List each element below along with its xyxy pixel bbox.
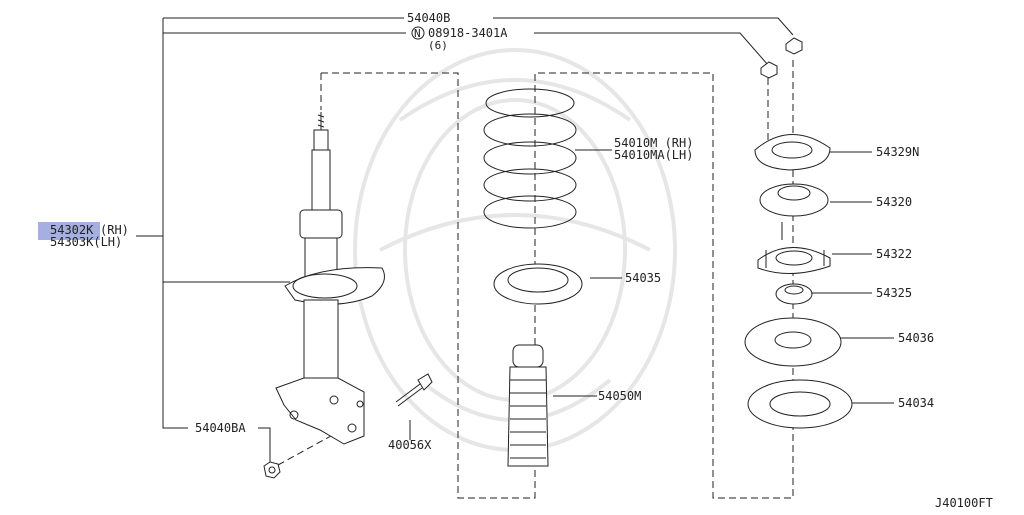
label-54050M[interactable]: 54050M	[598, 389, 641, 403]
label-54040B[interactable]: 54040B	[407, 11, 450, 25]
label-54034[interactable]: 54034	[898, 396, 934, 410]
nut-54040BA[interactable]	[263, 461, 281, 479]
label-08918-qty: (6)	[428, 39, 448, 52]
coil-spring[interactable]	[483, 88, 577, 229]
label-08918-3401A[interactable]: 08918-3401A	[428, 26, 508, 40]
label-54010MA[interactable]: 54010MA(LH)	[614, 148, 693, 162]
upper-mount-stack[interactable]	[744, 134, 853, 429]
label-54303K[interactable]: 54303K(LH)	[50, 235, 122, 249]
mount-nuts[interactable]	[760, 37, 803, 79]
bolt-40056X[interactable]	[395, 373, 433, 407]
spring-seat-54035[interactable]	[493, 263, 583, 305]
label-54320[interactable]: 54320	[876, 195, 912, 209]
label-54322[interactable]: 54322	[876, 247, 912, 261]
label-54010M[interactable]: 54010M (RH)	[614, 136, 693, 150]
n-mark-icon	[411, 26, 425, 40]
label-08918-mark: N	[414, 27, 421, 40]
strut-assembly[interactable]	[275, 112, 385, 445]
label-54040BA[interactable]: 54040BA	[195, 421, 246, 435]
label-54035[interactable]: 54035	[625, 271, 661, 285]
drawing-code: J40100FT	[935, 496, 993, 510]
dashed-group-lines	[320, 60, 794, 499]
label-40056X[interactable]: 40056X	[388, 438, 432, 452]
label-54302K[interactable]: 54302K	[50, 223, 94, 237]
leader-lines	[136, 17, 894, 466]
label-54325[interactable]: 54325	[876, 286, 912, 300]
label-54302K-side: (RH)	[100, 223, 129, 237]
highlight-box	[38, 222, 100, 240]
label-54036[interactable]: 54036	[898, 331, 934, 345]
bound-bumper-54050M[interactable]	[507, 344, 549, 467]
label-54329N[interactable]: 54329N	[876, 145, 919, 159]
